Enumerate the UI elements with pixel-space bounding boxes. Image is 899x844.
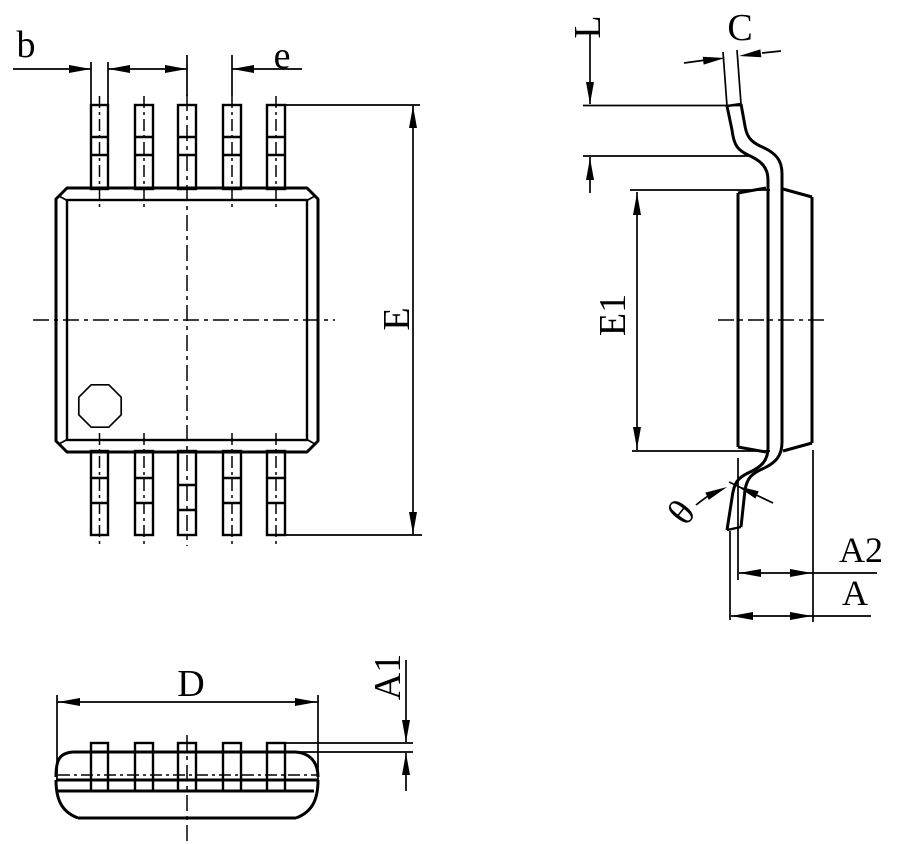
package-body-front-view: [54, 750, 320, 820]
top-view: b e E: [13, 24, 422, 546]
dim-theta: θ: [660, 481, 774, 533]
dim-E: E: [283, 104, 422, 536]
dim-label-C: C: [727, 7, 752, 49]
dim-label-D: D: [177, 663, 204, 705]
dim-label-e: e: [274, 35, 291, 77]
dim-label-E: E: [376, 307, 418, 330]
side-view-lead: [722, 49, 784, 532]
dim-label-E1: E1: [592, 294, 634, 336]
pin1-marker: [77, 383, 123, 429]
dim-b: b: [13, 24, 302, 106]
dim-A: A: [729, 531, 871, 620]
dim-e: e: [165, 35, 290, 96]
dim-L: L: [567, 15, 750, 193]
dim-A2: A2: [737, 450, 883, 622]
side-view: L C E1 θ: [567, 7, 883, 622]
front-view: D A1: [54, 654, 413, 842]
lead: [133, 741, 155, 793]
dim-A1: A1: [367, 654, 410, 791]
pin-centerlines: [98, 96, 277, 546]
dim-label-A2: A2: [839, 530, 883, 570]
dim-label-theta: θ: [660, 493, 704, 533]
centerlines-top-view: [33, 95, 335, 546]
top-view-pins-top: [89, 103, 287, 191]
lead-tip-extension-lines: [722, 49, 742, 107]
lead: [221, 741, 243, 793]
top-view-pins-bottom: [89, 449, 287, 537]
dim-label-A: A: [842, 573, 868, 613]
dim-D: D: [56, 663, 319, 780]
dim-label-L: L: [567, 15, 609, 38]
dim-label-A1: A1: [367, 654, 409, 700]
dim-label-b: b: [17, 24, 36, 66]
lead: [89, 741, 110, 793]
dim-E1: E1: [592, 189, 770, 452]
centerlines-front-view: [58, 735, 318, 842]
lead: [265, 741, 287, 793]
front-view-leads: [89, 741, 287, 793]
dim-C: C: [683, 7, 782, 65]
